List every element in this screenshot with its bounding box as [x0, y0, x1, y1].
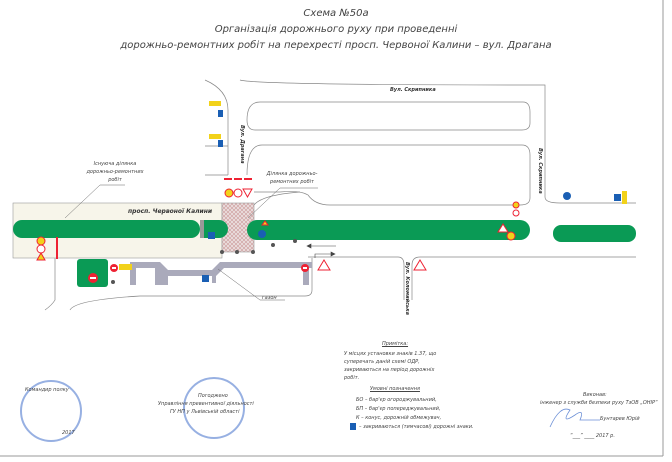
road-edges [44, 79, 636, 311]
traffic-signs [36, 101, 627, 283]
cones [111, 239, 297, 284]
approval-middle-title: Погоджено [198, 393, 228, 399]
legend-item: – закриваються (тимчасові) дорожні знаки… [359, 424, 474, 430]
street-label-kolomyiska: Вул. Коломийська [404, 262, 410, 315]
legend-item: БП – бар'єр попереджувальний, [356, 406, 441, 412]
median-left-end [204, 220, 228, 238]
gray-island [130, 262, 312, 285]
executor-role: інженер з служби безпеки руху ТзОВ „ОНІР… [540, 400, 658, 406]
existing-works-label: Існуюча ділянка дорожньо-ремонтних робіт [86, 161, 144, 183]
closed-sign-icon [350, 423, 356, 430]
legend-item: К – конус, дорожній обмежувач, [356, 415, 442, 421]
executor-date: “___” ____ 2017 р. [570, 433, 615, 439]
street-label-dragana: Вул. Драгана [239, 125, 245, 164]
street-label-skrypnyka-vertical: Вул. Скрипника [537, 148, 543, 194]
stamp-left [20, 380, 82, 442]
approval-middle-org2: ГУ НП у Львівській області [170, 409, 240, 415]
note-text: У місцях установки знаків 1.37, що супер… [344, 351, 437, 381]
street-label-chervonoi-kalyny: просп. Червоної Калини [128, 208, 213, 215]
scheme-title: Організація дорожнього руху при проведен… [214, 24, 458, 35]
stamp-middle [183, 377, 245, 439]
executor-name: Бунтарев Юрій [600, 416, 640, 422]
scheme-subtitle: дорожньо-ремонтних робіт на перехресті п… [120, 40, 552, 51]
note-heading: Примітка: [382, 341, 409, 347]
median-left [13, 220, 200, 238]
executor-title: Виконав: [583, 392, 607, 398]
approval-left-year: 2017 [62, 430, 75, 436]
approval-left-title: Командир полку [25, 387, 69, 393]
traffic-arrows [306, 243, 336, 258]
barriers-red [56, 178, 252, 259]
scheme-number: Схема №50а [303, 8, 369, 19]
street-label-skrypnyka: Вул. Скрипника [390, 87, 436, 93]
lawn-label: газон [262, 295, 277, 301]
median-center [247, 220, 530, 240]
legend-item: БО – бар'єр огороджувальний, [356, 397, 437, 403]
median-right [553, 225, 636, 242]
leader-lines [64, 184, 318, 301]
approval-middle-org: Управління превентивної діяльності [158, 401, 254, 407]
legend-heading: Умовні позначення [370, 386, 420, 392]
barrier [200, 220, 204, 238]
lawn-island [77, 259, 108, 287]
works-area-label: Ділянка дорожньо-ремонтних робіт [266, 171, 318, 185]
